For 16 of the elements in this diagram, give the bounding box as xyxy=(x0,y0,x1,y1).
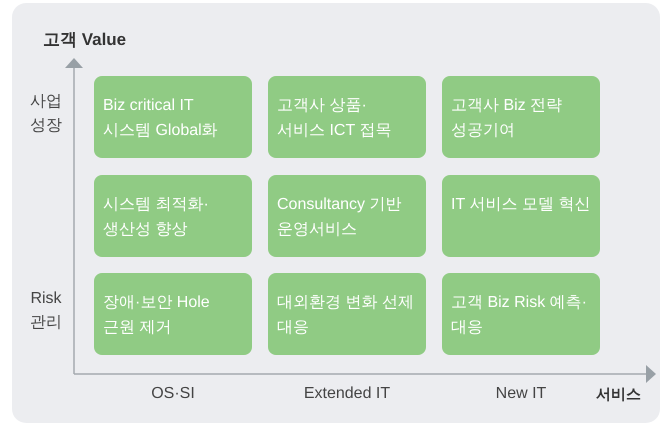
quadrant-box: Consultancy 기반 운영서비스 xyxy=(268,175,426,257)
column-label: Extended IT xyxy=(302,384,392,404)
quadrant-box: 장애·보안 Hole 근원 제거 xyxy=(94,273,252,355)
axis-title: 고객 Value xyxy=(43,29,126,51)
quadrant-box: 고객사 상품· 서비스 ICT 접목 xyxy=(268,76,426,158)
quadrant-box: 고객 Biz Risk 예측·대응 xyxy=(442,273,600,355)
axis-title: 서비스 xyxy=(596,385,641,405)
quadrant-box: 시스템 최적화· 생산성 향상 xyxy=(94,175,252,257)
quadrant-box: 대외환경 변화 선제 대응 xyxy=(268,273,426,355)
row-label: 사업 성장 xyxy=(29,92,63,136)
row-label: Risk 관리 xyxy=(29,289,63,333)
quadrant-box: IT 서비스 모델 혁신 xyxy=(442,175,600,257)
quadrant-box: 고객사 Biz 전략 성공기여 xyxy=(442,76,600,158)
column-label: New IT xyxy=(494,384,548,404)
column-label: OS·SI xyxy=(150,384,196,404)
quadrant-box: Biz critical IT 시스템 Global화 xyxy=(94,76,252,158)
